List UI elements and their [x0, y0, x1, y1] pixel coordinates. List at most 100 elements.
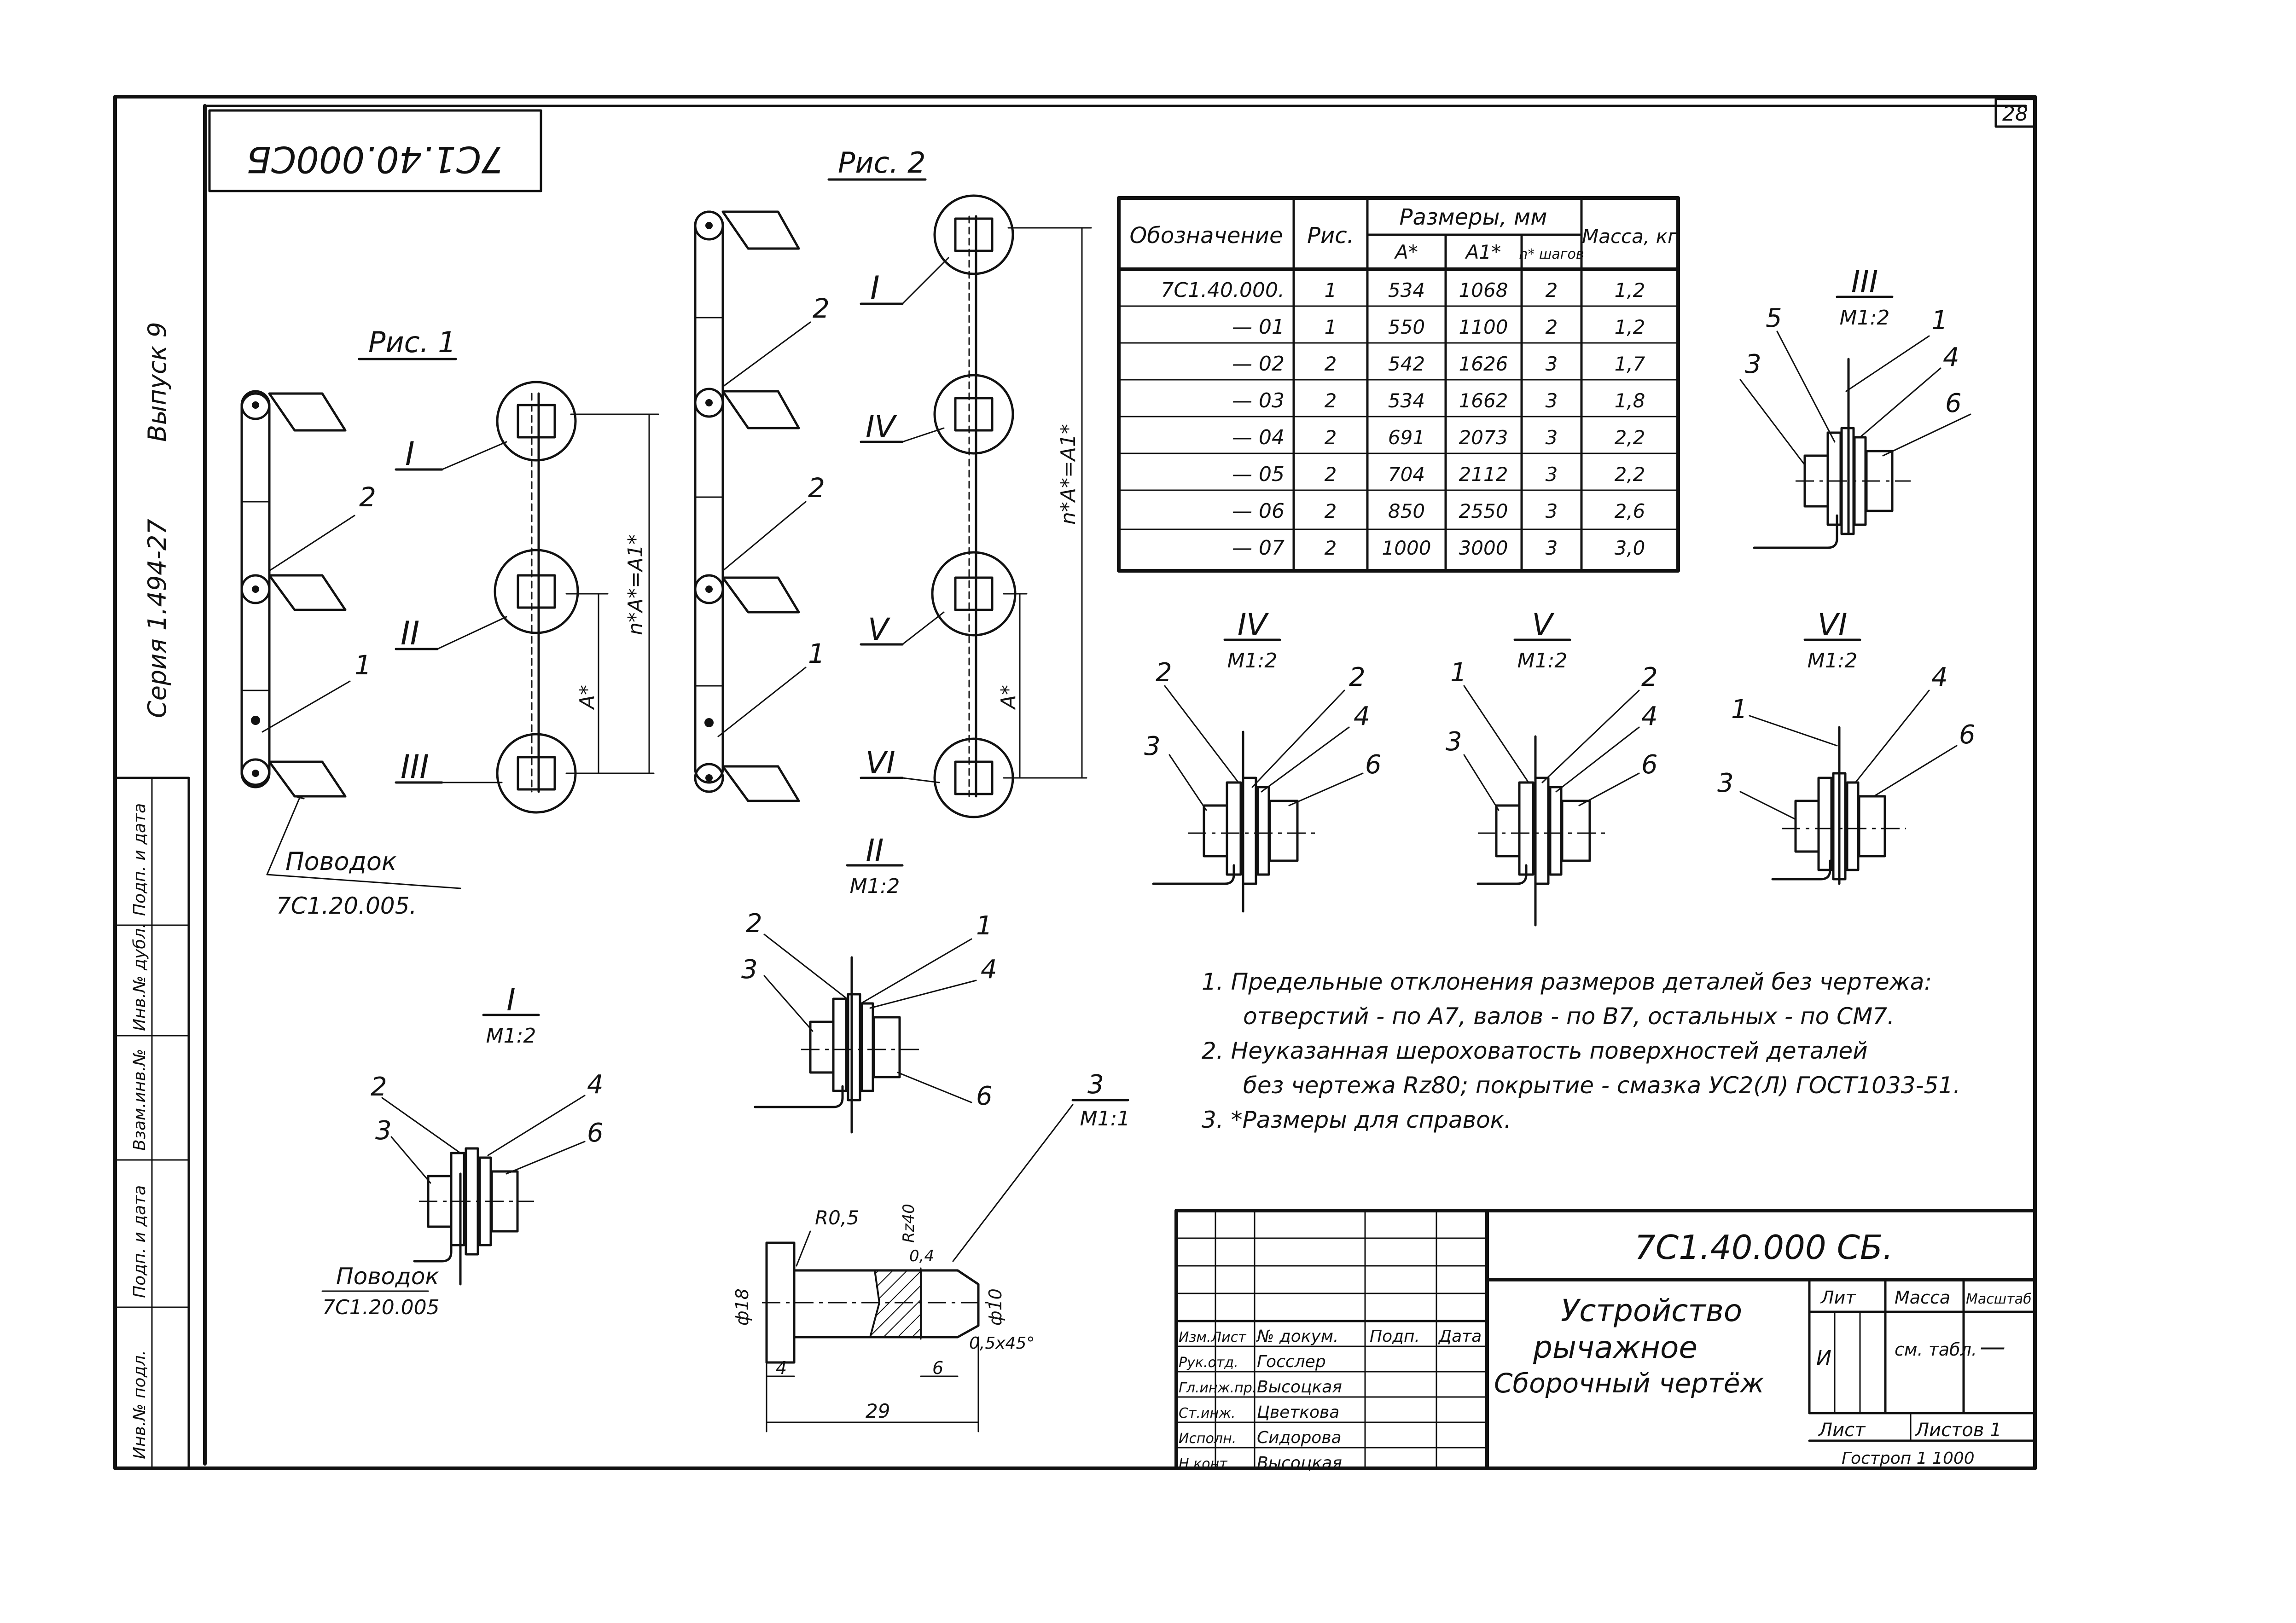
- fig2-part-2b: 2: [808, 472, 825, 504]
- lit-value: И: [1816, 1346, 1831, 1370]
- part3-dim-d10: ф10: [985, 1288, 1006, 1326]
- view-IV-label: IV: [1238, 607, 1269, 643]
- table-cell-n: 2: [1546, 279, 1558, 301]
- table-cell-A1: 1626: [1459, 353, 1508, 375]
- signature-name: Госслер: [1257, 1352, 1326, 1371]
- table-cell-designation: — 05: [1232, 463, 1285, 486]
- signature-name: № докум.: [1256, 1327, 1338, 1346]
- sheet-number: 28: [2002, 102, 2028, 126]
- table-cell-n: 3: [1546, 463, 1558, 486]
- header-A1: A1*: [1465, 241, 1501, 263]
- header-mass: Масса, кг: [1582, 225, 1678, 248]
- part3-dim-d18: ф18: [732, 1288, 752, 1326]
- table-cell-mass: 1,2: [1615, 279, 1645, 301]
- table-cell-A: 691: [1388, 426, 1425, 449]
- part3-dim-6: 6: [932, 1358, 943, 1378]
- view-I-part-3: 3: [375, 1116, 392, 1146]
- view-I-label: I: [506, 982, 515, 1018]
- table-cell-A: 534: [1388, 279, 1425, 301]
- table-cell-A1: 2112: [1459, 463, 1508, 486]
- header-sizes: Размеры, мм: [1400, 204, 1547, 230]
- view-III-part-5: 5: [1766, 303, 1782, 333]
- fig2-callout-IV: IV: [866, 409, 897, 445]
- view-V-label: V: [1532, 607, 1554, 643]
- view-I-povodok-label: Поводок: [336, 1263, 439, 1290]
- view-VI: VI М1:2 4 1 6 3: [1717, 607, 1976, 885]
- table-cell-mass: 3,0: [1615, 537, 1645, 559]
- view-IV-part-2a: 2: [1156, 658, 1172, 688]
- table-cell-designation: — 04: [1232, 426, 1285, 449]
- sizes-table: Обозначение Рис. Размеры, мм Масса, кг A…: [1117, 196, 1680, 573]
- view-VI-part-1: 1: [1731, 695, 1748, 725]
- part-3-detail: 3 М1:1 R0,5 Rz40 0,4 ф18 ф10 0,5х45° 4 6…: [732, 1070, 1130, 1432]
- scale-header: Масштаб: [1966, 1291, 2032, 1307]
- fig1-dim-nA: n*A*=A1*: [624, 534, 647, 635]
- view-V-part-3: 3: [1446, 727, 1462, 757]
- view-V-part-1: 1: [1450, 658, 1467, 688]
- view-V-scale: М1:2: [1517, 649, 1568, 672]
- view-I: I М1:2 2 4 3 6 Поводок 7С1.20.005: [321, 982, 604, 1319]
- fig1-dim-A: A*: [575, 685, 599, 710]
- table-cell-mass: 2,6: [1615, 500, 1645, 522]
- table-cell-n: 3: [1546, 389, 1558, 412]
- table-cell-A: 542: [1388, 353, 1425, 375]
- fig2-part-2a: 2: [813, 293, 830, 324]
- margin-stamp-0: Инв.№ подл.: [130, 1350, 149, 1459]
- signature-sign: Подп.: [1370, 1327, 1420, 1346]
- table-cell-n: 3: [1546, 426, 1558, 449]
- lit-header: Лит: [1820, 1287, 1856, 1308]
- table-cell-mass: 2,2: [1615, 463, 1645, 486]
- signature-role: Изм.Лист: [1179, 1329, 1247, 1345]
- margin-stamp-2: Взам.инв.№: [130, 1049, 149, 1151]
- signature-name: Сидорова: [1257, 1428, 1342, 1447]
- view-III: III М1:2 5 1 3 4 6: [1739, 264, 1971, 549]
- rotated-code-box: 7С1.40.000СБ: [208, 109, 542, 192]
- view-II-scale: М1:2: [850, 875, 900, 898]
- header-n: n* шагов: [1519, 246, 1584, 262]
- note-line-1: отверстий - по А7, валов - по В7, осталь…: [1243, 1003, 1895, 1030]
- title-doc-code: 7С1.40.000 СБ.: [1634, 1228, 1893, 1267]
- issue-label: Выпуск 9: [143, 322, 172, 442]
- fig2-callout-VI: VI: [866, 745, 895, 781]
- part3-dim-R05: R0,5: [815, 1206, 859, 1229]
- signature-name: Высоцкая: [1257, 1454, 1342, 1472]
- title-block: 7С1.40.000 СБ. Устройство рычажное Сборо…: [1174, 1209, 2037, 1470]
- part3-scale: М1:1: [1080, 1107, 1130, 1130]
- povodok-code: 7С1.20.005.: [276, 893, 417, 919]
- table-cell-n: 3: [1546, 500, 1558, 522]
- view-I-scale: М1:2: [486, 1024, 536, 1048]
- signature-role: Рук.отд.: [1179, 1355, 1238, 1371]
- view-IV-part-4: 4: [1354, 701, 1370, 731]
- signature-name: Высоцкая: [1257, 1378, 1342, 1397]
- table-cell-n: 2: [1546, 316, 1558, 338]
- mass-value: см. табл.: [1895, 1339, 1977, 1360]
- table-cell-A1: 3000: [1459, 537, 1508, 559]
- view-II-part-1: 1: [976, 911, 993, 941]
- fig2-dim-A: A*: [997, 685, 1020, 710]
- fig2-callout-I: I: [870, 269, 880, 307]
- view-II: II М1:2 2 1 3 4 6: [741, 833, 997, 1134]
- notes: 1. Предельные отклонения размеров детале…: [1202, 968, 1960, 1133]
- sheets-label: Листов 1: [1914, 1420, 2002, 1441]
- table-cell-mass: 1,8: [1615, 389, 1645, 412]
- note-line-0: 1. Предельные отклонения размеров детале…: [1202, 968, 1932, 995]
- part3-dim-4: 4: [776, 1358, 787, 1378]
- view-V-part-6: 6: [1641, 750, 1658, 780]
- view-II-part-6: 6: [976, 1081, 993, 1111]
- margin-stamp-4: Подп. и дата: [130, 803, 149, 916]
- header-A: A*: [1394, 241, 1418, 263]
- fig1-callout-III: III: [401, 748, 429, 786]
- table-cell-designation: 7С1.40.000.: [1161, 278, 1285, 302]
- view-VI-part-6: 6: [1959, 720, 1976, 750]
- table-cell-A1: 1100: [1459, 316, 1508, 338]
- table-cell-designation: — 07: [1232, 536, 1285, 560]
- part3-dim-04: 0,4: [909, 1247, 934, 1265]
- view-IV-scale: М1:2: [1227, 649, 1278, 672]
- view-I-part-2: 2: [371, 1072, 387, 1102]
- table-cell-A1: 1662: [1459, 389, 1508, 412]
- part3-dim-29: 29: [866, 1400, 890, 1422]
- figure-2: Рис. 2 2 2 1 I IV V: [694, 146, 1092, 818]
- mass-header: Масса: [1895, 1287, 1950, 1308]
- fig1-part-2: 2: [359, 481, 376, 513]
